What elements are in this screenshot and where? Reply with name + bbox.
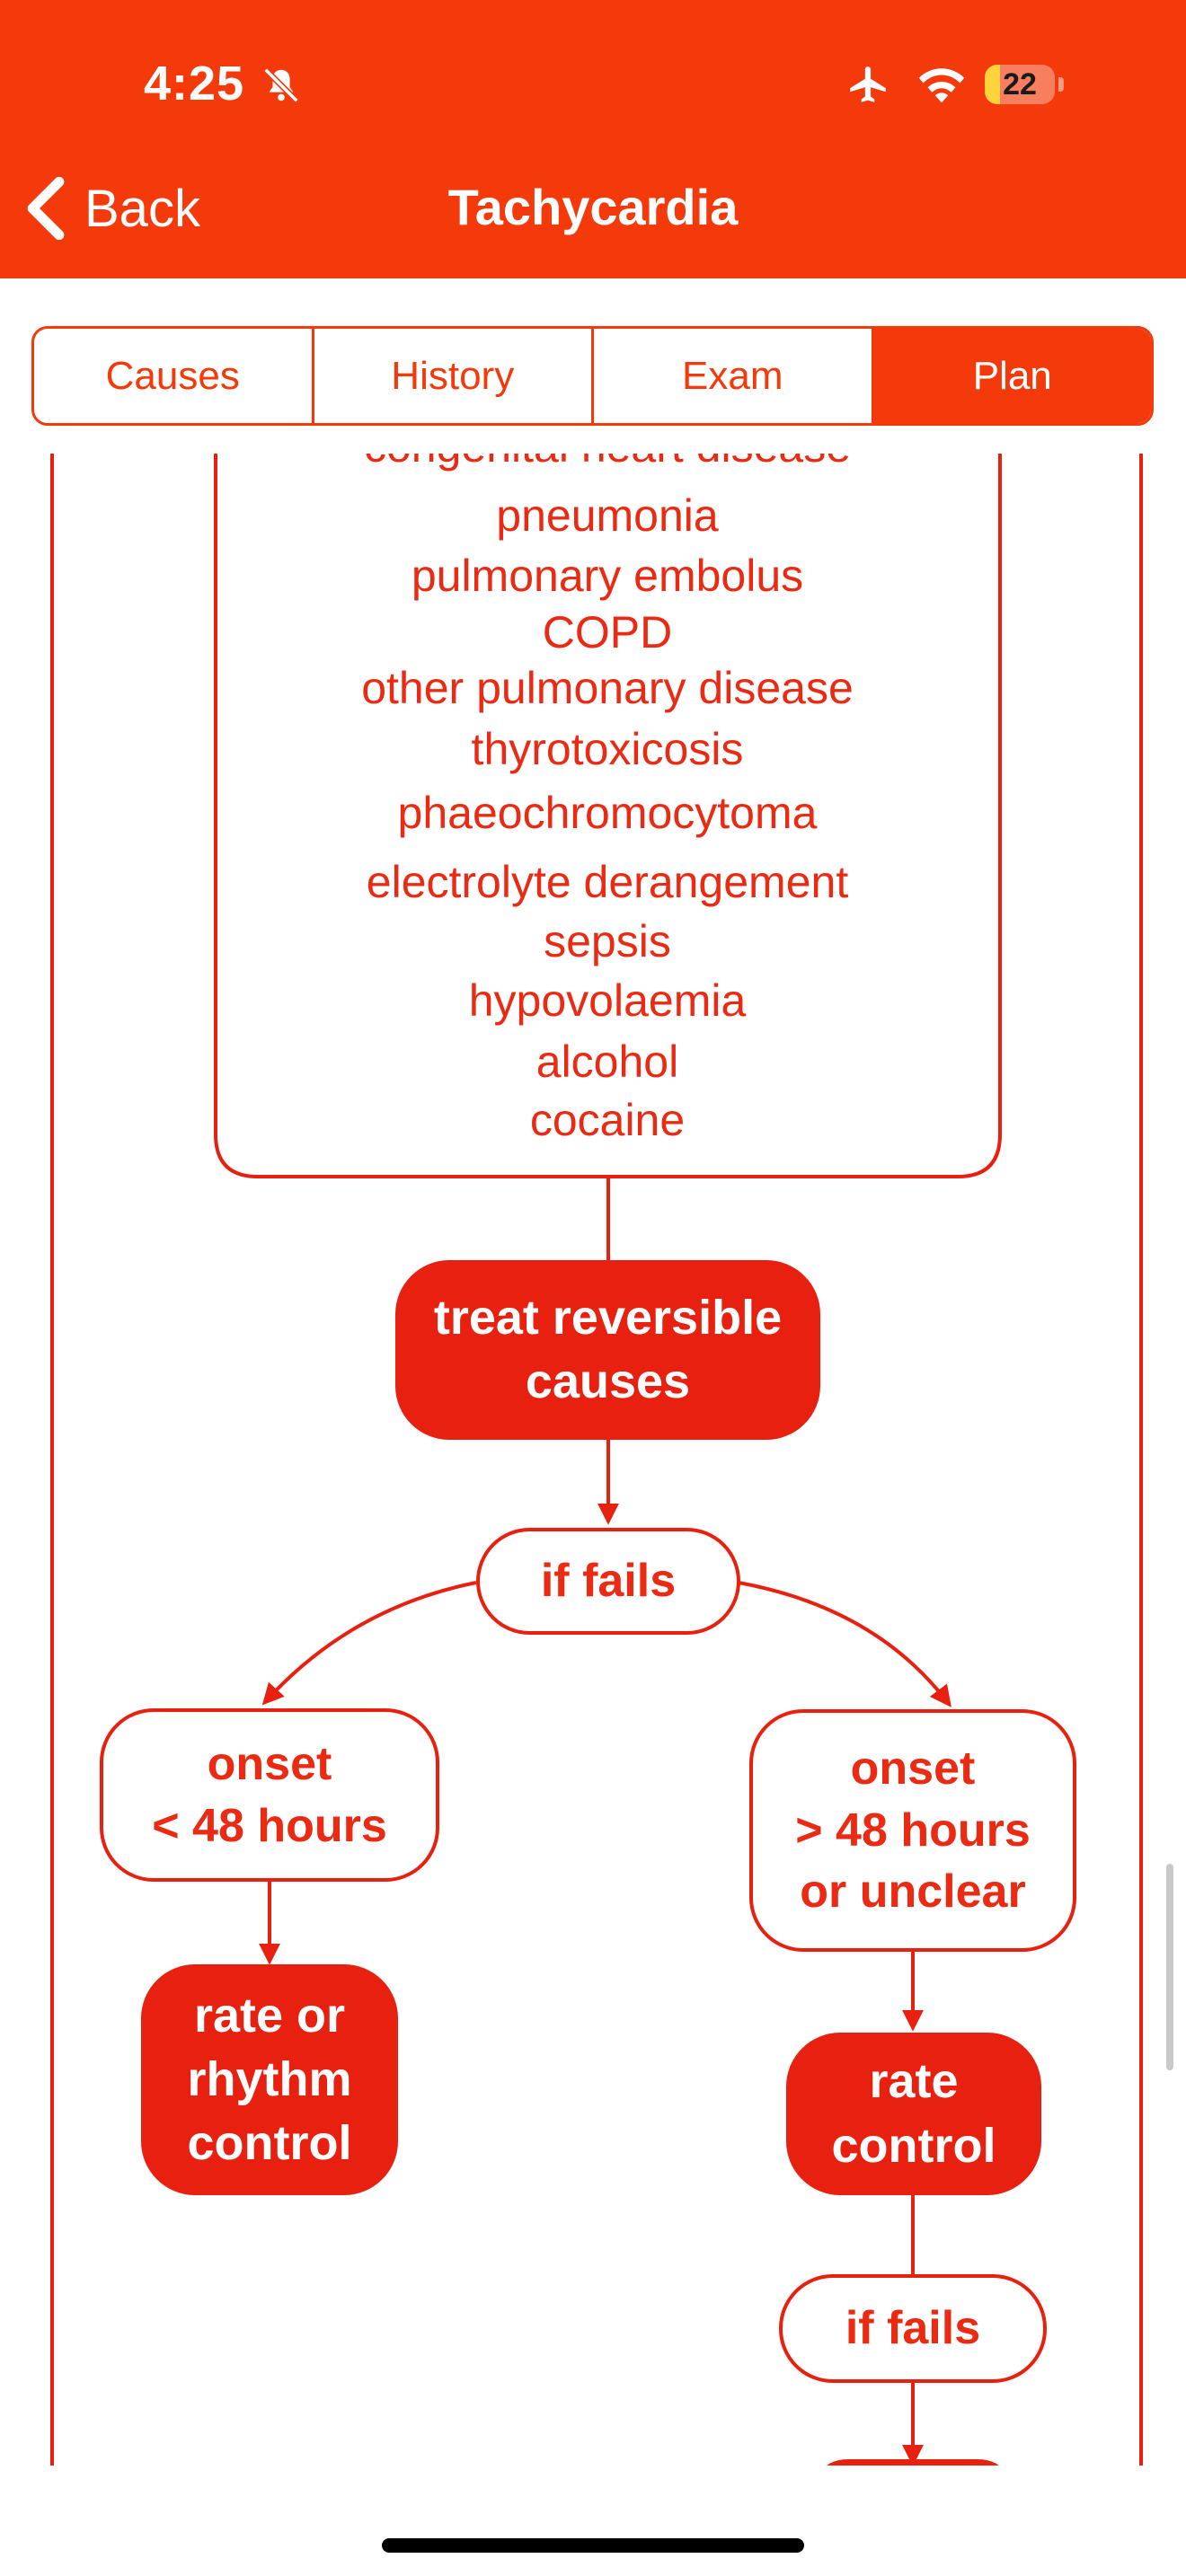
tab-history[interactable]: History [314,329,594,423]
back-button[interactable]: Back [23,172,200,244]
node-onset-over-48h: onset > 48 hours or unclear [749,1709,1076,1952]
cause-item: electrolyte derangement [366,857,849,907]
chevron-left-icon [27,176,65,241]
cause-item: pneumonia [496,490,719,541]
segmented-control: Causes History Exam Plan [31,326,1154,426]
next-node-partial [827,2459,999,2466]
scroll-indicator[interactable] [1166,1864,1173,2070]
flowchart-connectors [50,454,1143,2466]
airplane-icon [850,66,886,102]
back-label: Back [84,179,200,238]
cause-item: phaeochromocytoma [397,788,818,838]
cause-item: other pulmonary disease [361,663,854,713]
cause-item: congenital heart disease [216,454,999,472]
node-treat-reversible-causes: treat reversible causes [395,1260,820,1440]
cause-item: pulmonary embolus [411,551,804,601]
node-rate-or-rhythm-control: rate or rhythm control [141,1964,398,2195]
node-rate-control: rate control [786,2033,1041,2195]
cause-item: COPD [542,607,673,657]
cause-item: sepsis [544,916,671,966]
home-indicator[interactable] [382,2538,804,2553]
status-time: 4:25 [144,57,245,110]
connector-iffails-onset-long [738,1581,951,1707]
flowchart: congenital heart disease pneumonia pulmo… [0,454,1186,2466]
node-if-fails-second: if fails [779,2274,1047,2383]
node-onset-under-48h: onset < 48 hours [100,1708,439,1882]
node-if-fails: if fails [476,1528,740,1635]
nav-header: 4:25 22 Back Tachycardia [0,0,1186,278]
tab-exam[interactable]: Exam [594,329,874,423]
page-title: Tachycardia [447,179,739,235]
battery-icon: 22 [985,65,1066,106]
cause-item: cocaine [529,1095,686,1145]
wifi-icon [918,68,965,103]
connector-iffails-onset-short [261,1581,477,1706]
tab-plan[interactable]: Plan [873,329,1151,423]
cause-item: alcohol [535,1037,679,1087]
cause-item: thyrotoxicosis [471,724,744,774]
cause-item: hypovolaemia [468,975,747,1026]
tab-causes[interactable]: Causes [34,329,314,423]
bell-slash-icon [263,67,299,103]
battery-level: 22 [1003,67,1037,101]
